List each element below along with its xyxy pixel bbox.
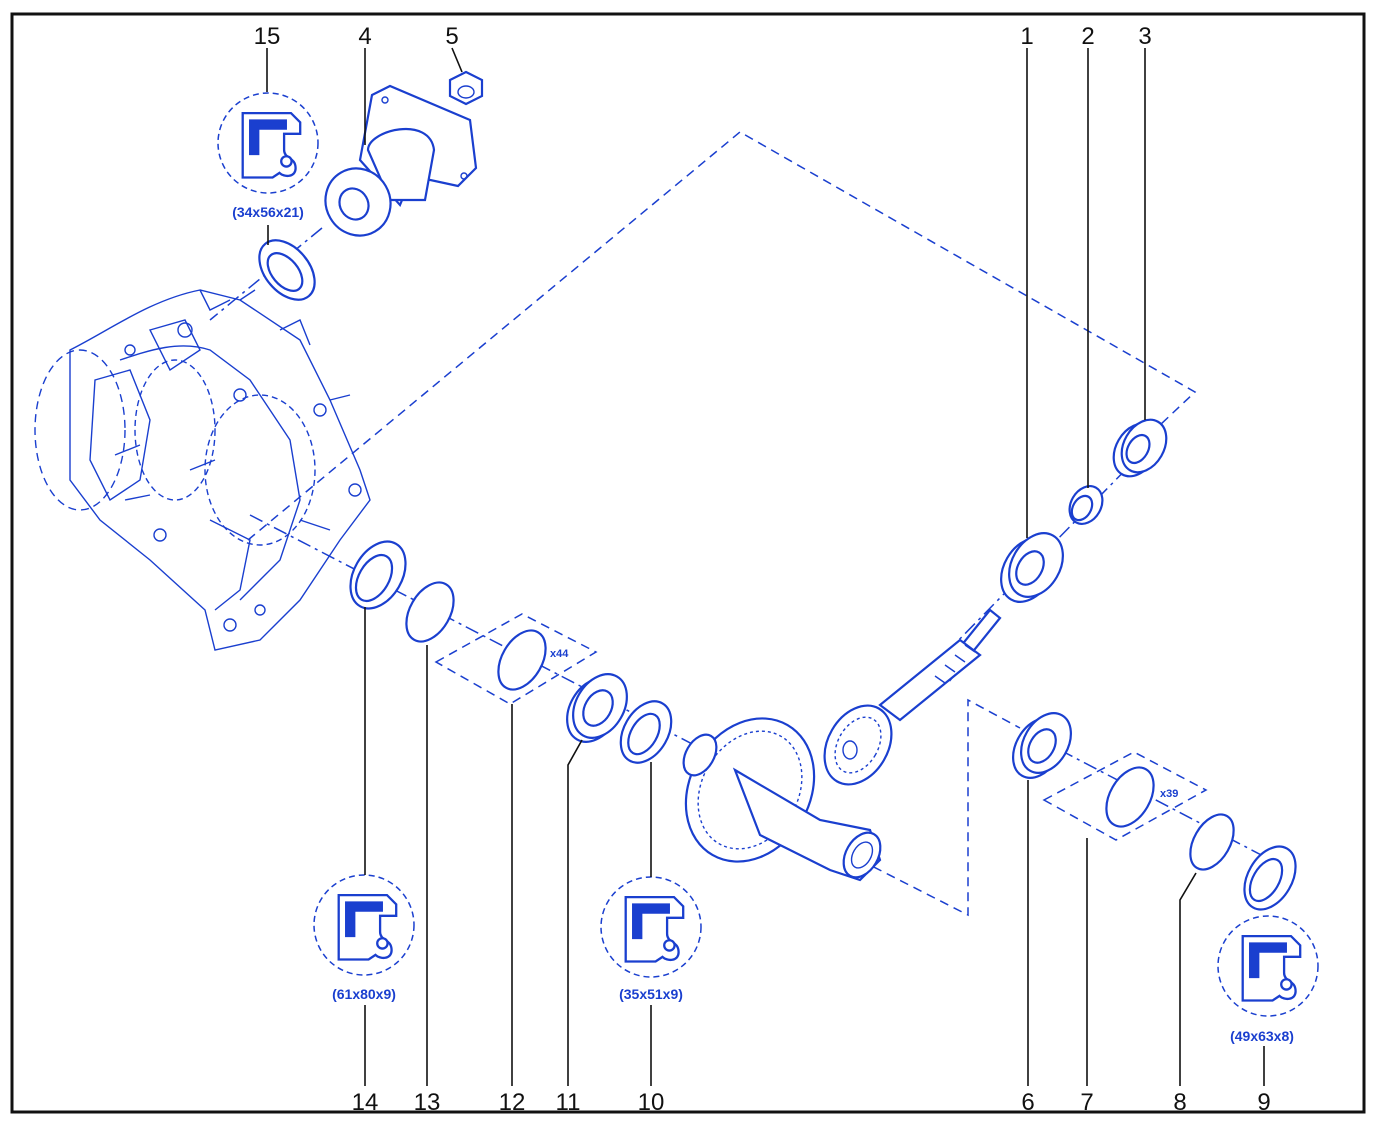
leader-lines — [266, 47, 1265, 1086]
callout-4: 4 — [358, 23, 371, 50]
part-2-spacer — [1068, 485, 1104, 525]
ink-layer — [34, 70, 1319, 1017]
part-12-shim — [497, 629, 547, 691]
callout-9: 9 — [1257, 1089, 1270, 1116]
callout-5: 5 — [445, 23, 458, 50]
axis-diff-loop — [859, 698, 1021, 917]
part-6-bearing — [1012, 712, 1072, 779]
frame-border — [10, 12, 1366, 1114]
part-5-nut — [448, 70, 484, 106]
callout-3: 3 — [1138, 23, 1151, 50]
part-10-seal — [619, 700, 673, 764]
seal-detail-10 — [600, 876, 702, 978]
part-4-flange — [324, 84, 478, 237]
callout-14: 14 — [352, 1089, 379, 1116]
quantity-7: x39 — [1160, 788, 1178, 800]
callout-7: 7 — [1080, 1089, 1093, 1116]
part-15-seal — [258, 239, 316, 301]
seal-section-icon — [624, 895, 685, 963]
part-7-shim — [1105, 766, 1155, 828]
seal-section-icon — [1241, 934, 1302, 1002]
callout-11: 11 — [556, 1089, 581, 1116]
pinion-shaft — [823, 608, 1002, 786]
callout-15: 15 — [254, 23, 281, 50]
callout-10: 10 — [638, 1089, 665, 1116]
seal-detail-14 — [313, 874, 415, 976]
seal-section-icon — [241, 111, 302, 179]
callout-1: 1 — [1020, 23, 1033, 50]
shim-box-7 — [1042, 751, 1208, 841]
gearbox-housing — [34, 289, 371, 651]
seal-detail-9 — [1217, 915, 1319, 1017]
axis-pinion-loop — [247, 131, 1197, 541]
seal-detail-15 — [217, 92, 319, 194]
callout-numbers: 15 4 5 1 2 3 14 13 12 11 10 6 7 8 9 — [254, 23, 1271, 1116]
seal-size-10: (35x51x9) — [619, 986, 683, 1002]
part-14-seal — [349, 540, 407, 610]
callout-2: 2 — [1081, 23, 1094, 50]
part-8-circlip — [1189, 813, 1235, 871]
axis-right — [1059, 749, 1291, 871]
seal-size-15: (34x56x21) — [232, 204, 304, 220]
part-13-circlip — [405, 581, 455, 643]
quantity-12: x44 — [550, 648, 569, 660]
seal-size-14: (61x80x9) — [332, 986, 396, 1002]
callout-8: 8 — [1173, 1089, 1186, 1116]
part-1-bearing — [1000, 532, 1064, 603]
part-3-bearing — [1112, 418, 1168, 478]
axis-main — [249, 514, 701, 749]
axis-flange — [209, 227, 323, 321]
seal-section-icon — [337, 893, 398, 961]
part-11-bearing — [566, 673, 628, 743]
callout-6: 6 — [1021, 1089, 1034, 1116]
seal-size-9: (49x63x8) — [1230, 1028, 1294, 1044]
differential-assembly — [682, 717, 882, 882]
part-9-seal — [1243, 845, 1297, 911]
callout-13: 13 — [414, 1089, 441, 1116]
shim-box-12 — [434, 613, 598, 705]
callout-12: 12 — [499, 1089, 526, 1116]
